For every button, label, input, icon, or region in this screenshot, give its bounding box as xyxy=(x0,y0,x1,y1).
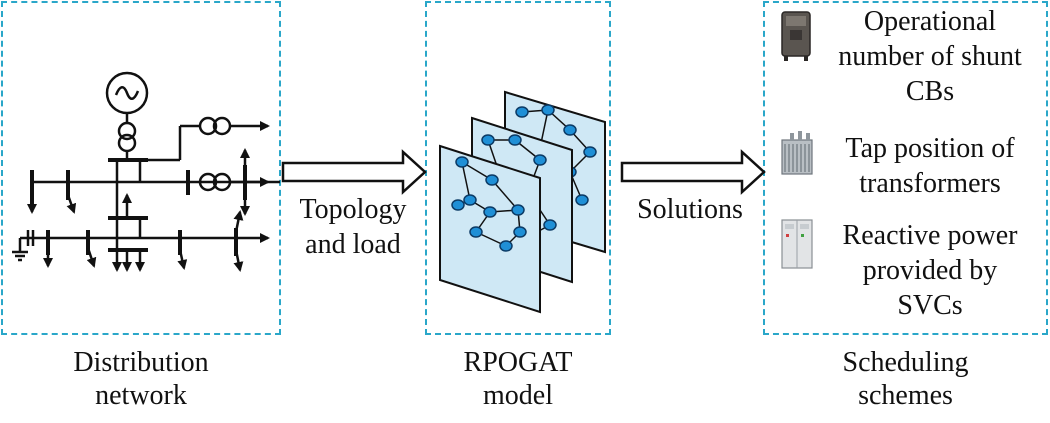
distribution-network-caption: Distribution network xyxy=(73,347,209,411)
scheme-capacitor-banks-text: Operational number of shunt CBs xyxy=(838,6,1022,107)
distribution-network-panel xyxy=(1,1,281,335)
graph-layers xyxy=(439,90,606,314)
graph-plane-front xyxy=(439,144,541,314)
capacitor-bank-icon xyxy=(781,11,811,61)
distribution-network-schematic xyxy=(12,71,280,272)
input-hollow-arrow xyxy=(281,149,427,195)
scheme-transformer-taps-text: Tap position of transformers xyxy=(845,133,1015,199)
main-transformer-icon xyxy=(117,121,137,141)
output-hollow-arrow xyxy=(620,149,766,195)
input-arrow-label-line2: and load xyxy=(305,229,401,260)
transformer-icon xyxy=(781,131,813,175)
input-arrow-label-line1: Topology xyxy=(299,194,407,225)
scheduling-schemes-panel xyxy=(763,1,1048,335)
branch-transformer-icon xyxy=(198,116,218,136)
scheduling-schemes-caption: Scheduling schemes xyxy=(842,347,969,411)
rpogat-model-panel xyxy=(425,1,611,335)
scheme-svc-text: Reactive power provided by SVCs xyxy=(842,220,1018,321)
rpogat-model-caption: RPOGAT model xyxy=(463,347,573,411)
input-arrow-label: Topology and load xyxy=(284,192,422,262)
output-arrow-label: Solutions xyxy=(637,194,743,225)
svc-cabinet-icon xyxy=(781,219,813,269)
